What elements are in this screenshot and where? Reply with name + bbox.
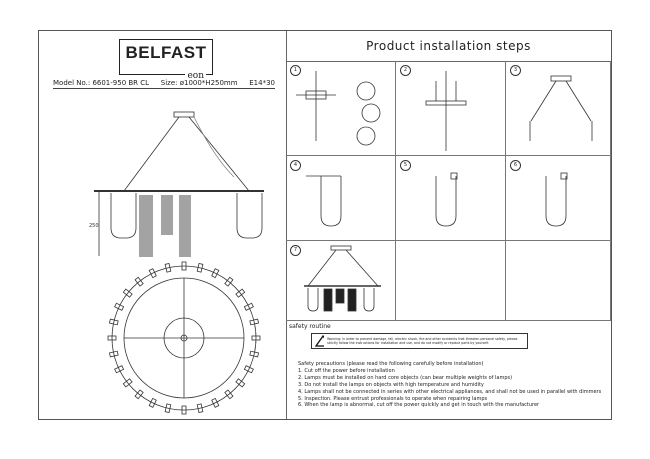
- step-4: 4: [286, 156, 396, 241]
- crystal-holder: [235, 378, 246, 388]
- step-number: 1: [290, 65, 301, 76]
- crystal-holder: [181, 405, 187, 415]
- step-illustration: [435, 172, 458, 227]
- step-illustration: [296, 71, 381, 146]
- precautions-list: Safety precautions (please read the foll…: [298, 361, 602, 409]
- model-line: Model No.: 6601-950 BR CL Size: ø1000*H2…: [53, 79, 275, 89]
- crystal-holder: [114, 302, 125, 311]
- step-number: 5: [400, 160, 411, 171]
- crystal-holder: [249, 318, 260, 326]
- step-illustration: [425, 71, 467, 151]
- safety-section: safety routine Warning: in order to prev…: [289, 323, 602, 409]
- step-illustration: [529, 75, 593, 141]
- chandelier-drawing: 250: [89, 111, 264, 415]
- svg-text:250: 250: [89, 223, 99, 229]
- crystal-holder: [108, 350, 119, 358]
- step-number: 2: [400, 65, 411, 76]
- crystal-holder: [122, 378, 133, 388]
- crystal-holder: [114, 365, 125, 374]
- crystal-holder: [249, 350, 260, 358]
- crystal-holder: [148, 268, 157, 279]
- crystal-holder: [122, 288, 133, 298]
- empty-cell: [396, 241, 506, 321]
- crystal-holder: [251, 335, 261, 341]
- step-6: 6: [506, 156, 611, 241]
- step-number: 6: [510, 160, 521, 171]
- crystal-holder: [243, 302, 254, 311]
- crystal-holder: [196, 262, 204, 273]
- crystal-holder: [235, 288, 246, 298]
- crystal-holder: [164, 403, 172, 414]
- step-3: 3: [506, 61, 611, 156]
- product-drawing-panel: BELFAST eon Model No.: 6601-950 BR CL Si…: [39, 31, 287, 419]
- empty-cell: [506, 241, 611, 321]
- step-illustration: [306, 175, 342, 227]
- step-number: 4: [290, 160, 301, 171]
- crystal-holder: [243, 365, 254, 374]
- step-5: 5: [396, 156, 506, 241]
- crystal-holder: [164, 262, 172, 273]
- page-title: Product installation steps: [286, 31, 611, 62]
- brand-logo: BELFAST eon: [119, 39, 213, 81]
- step-1: 1: [286, 61, 396, 156]
- instruction-sheet: BELFAST eon Model No.: 6601-950 BR CL Si…: [38, 30, 612, 420]
- crystal-holder: [196, 403, 204, 414]
- warning-box: Warning: in order to prevent damage, fal…: [311, 333, 528, 349]
- crystal-holder: [134, 276, 144, 287]
- step-number: 3: [510, 65, 521, 76]
- step-7: 7: [286, 241, 396, 321]
- step-illustration: [545, 172, 568, 227]
- warning-triangle-icon: [315, 335, 325, 347]
- crystal-holder: [107, 335, 117, 341]
- crystal-holder: [211, 268, 220, 279]
- crystal-holder: [108, 318, 119, 326]
- crystal-holder: [134, 389, 144, 400]
- crystal-holder: [224, 276, 234, 287]
- step-2: 2: [396, 61, 506, 156]
- crystal-holder: [148, 397, 157, 408]
- step-number: 7: [290, 245, 301, 256]
- crystal-holder: [181, 261, 187, 271]
- crystal-holder: [224, 389, 234, 400]
- crystal-holder: [211, 397, 220, 408]
- step-illustration: [304, 245, 381, 312]
